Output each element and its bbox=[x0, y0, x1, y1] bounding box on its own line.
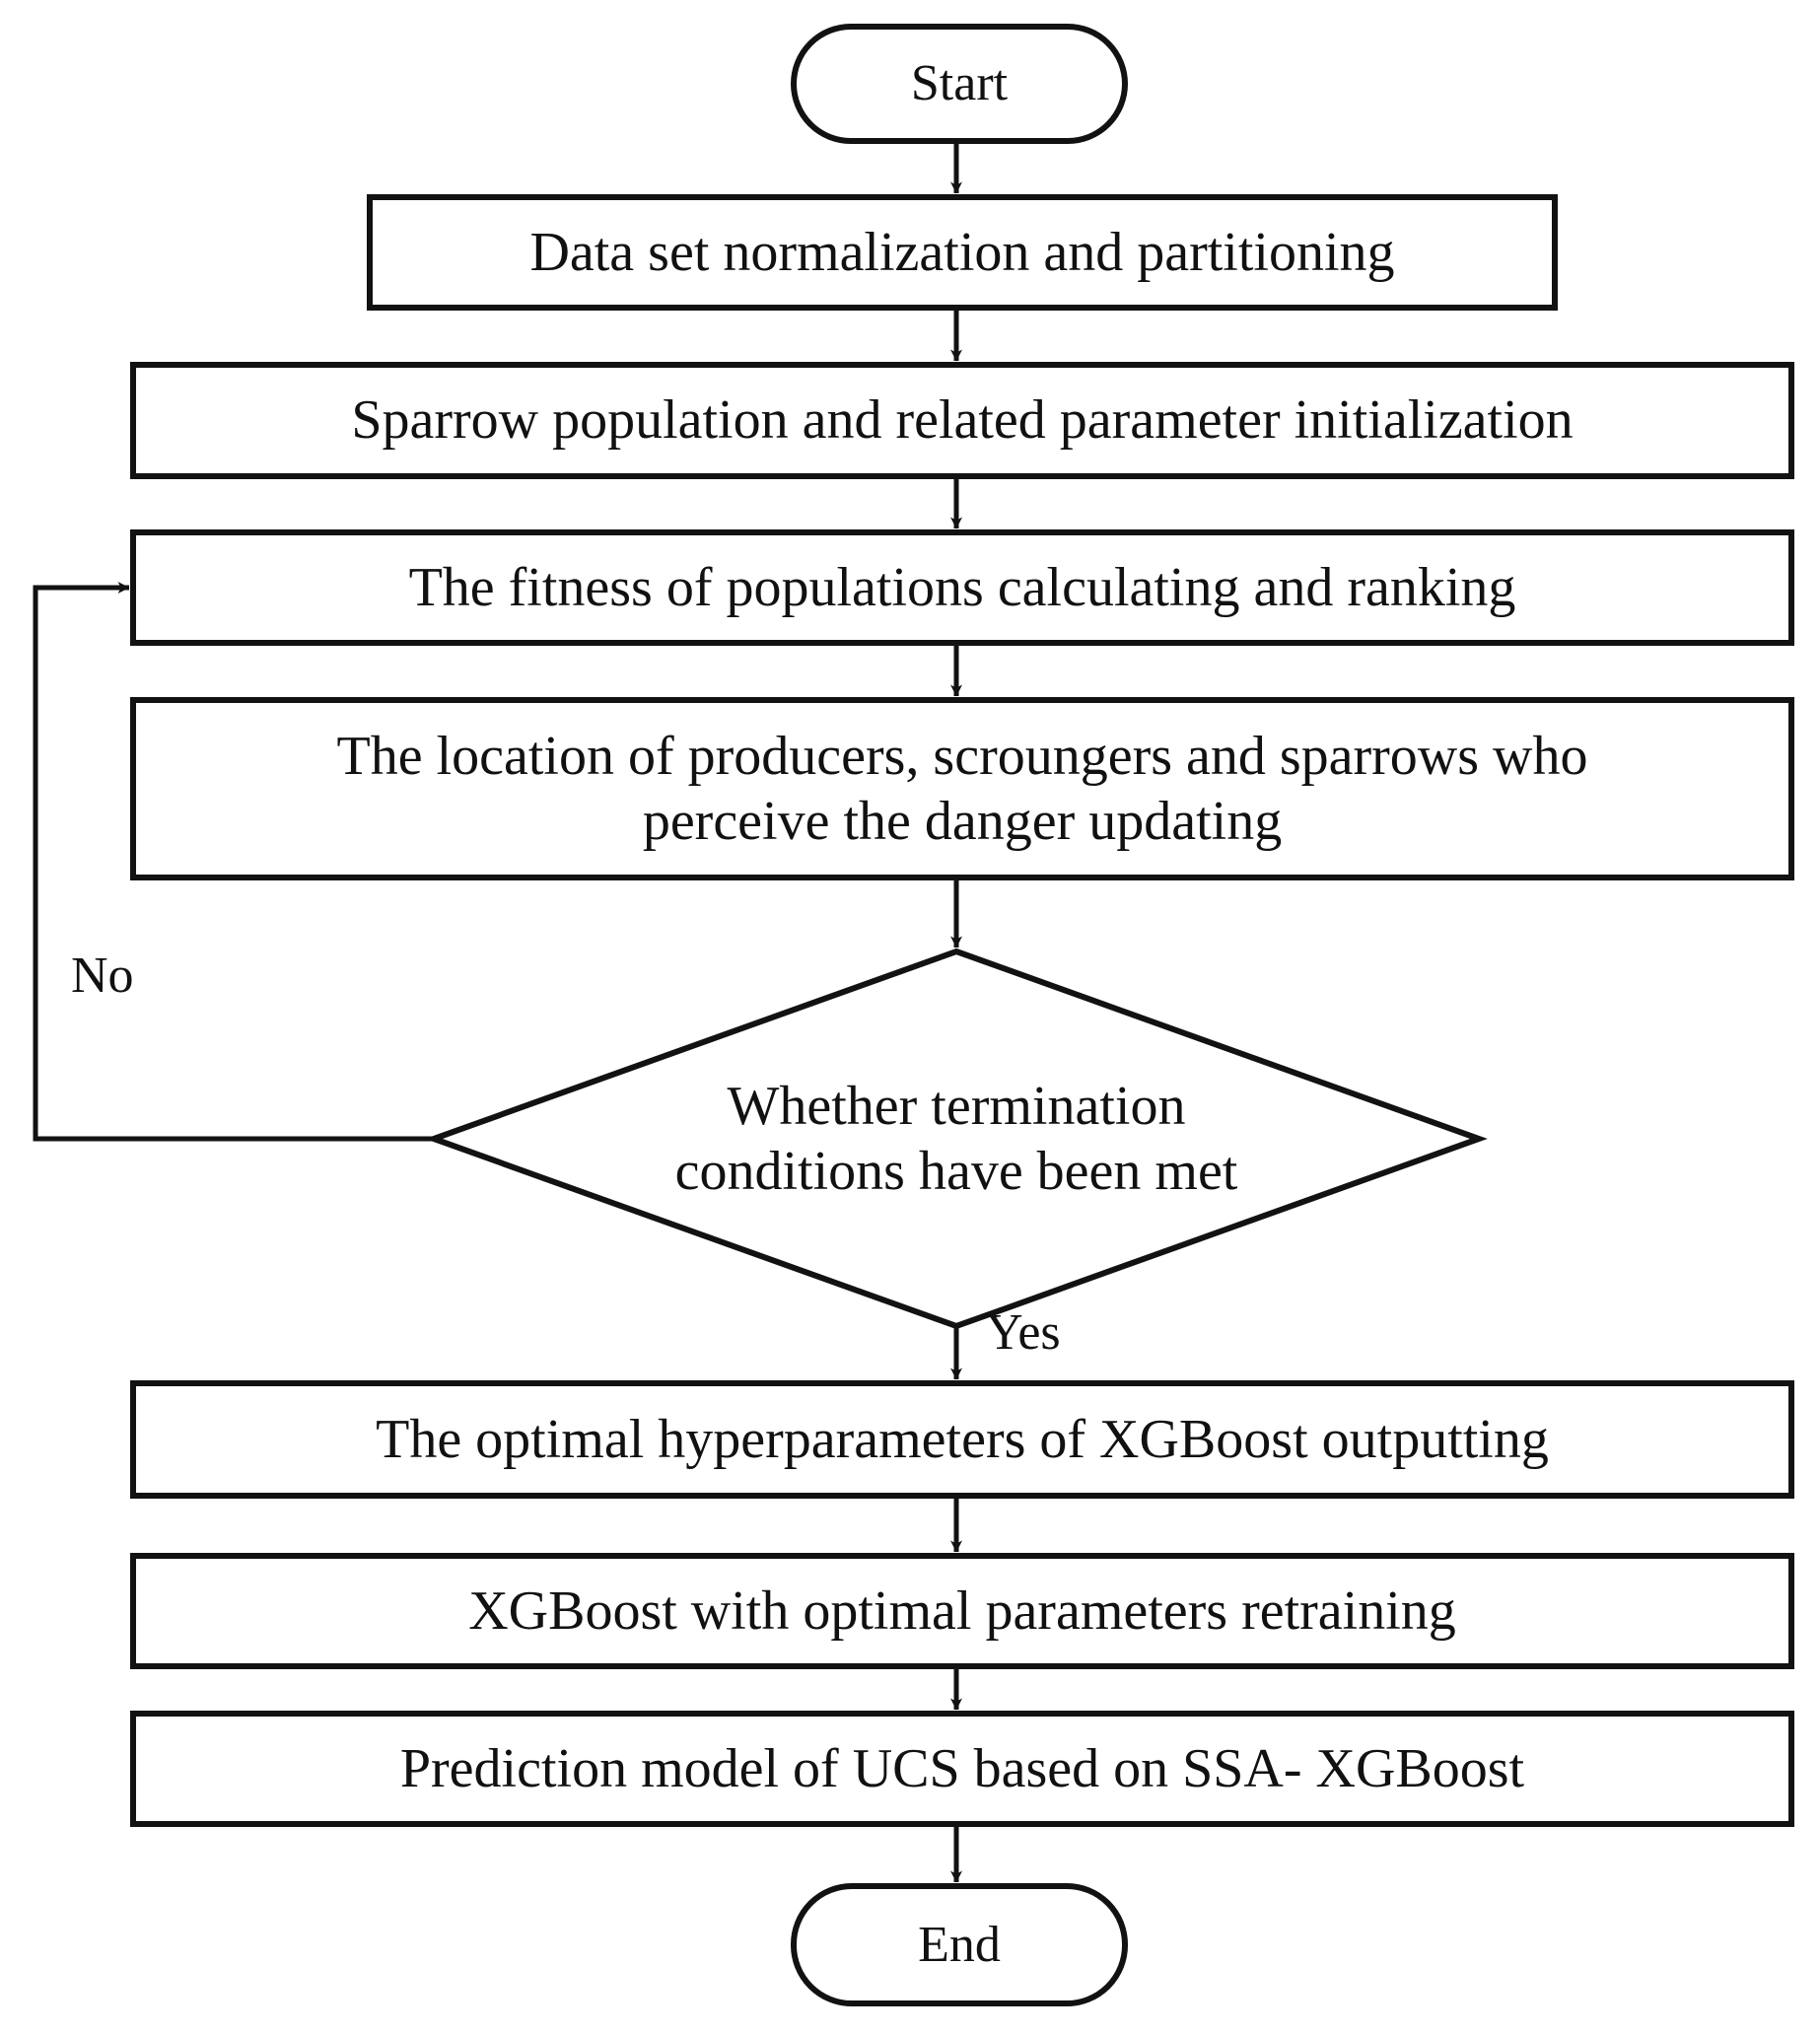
node-output-shape bbox=[130, 1380, 1794, 1499]
node-decision-shape bbox=[425, 947, 1488, 1330]
node-start-shape bbox=[791, 24, 1128, 144]
edge-decision-no-loop bbox=[33, 582, 434, 1142]
node-fitness-shape bbox=[130, 529, 1794, 646]
node-end-shape bbox=[791, 1883, 1128, 2006]
node-retrain-shape bbox=[130, 1553, 1794, 1669]
node-normalize-shape bbox=[367, 194, 1558, 311]
node-update-shape bbox=[130, 697, 1794, 880]
node-init-shape bbox=[130, 362, 1794, 479]
edge-label-no: No bbox=[71, 947, 134, 1004]
edge-label-yes: Yes bbox=[986, 1304, 1061, 1361]
node-prediction-shape bbox=[130, 1711, 1794, 1827]
